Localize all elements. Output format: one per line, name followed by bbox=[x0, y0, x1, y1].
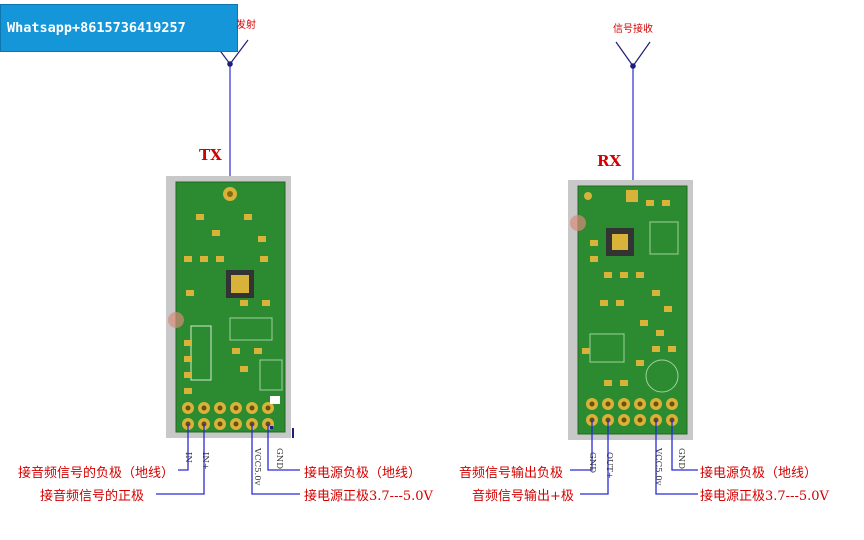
tx-smd-pad bbox=[196, 214, 204, 220]
tx-wire-power-positive bbox=[251, 424, 300, 495]
tx-smd-pad bbox=[262, 300, 270, 306]
rx-smd-pad bbox=[668, 346, 676, 352]
tx-wire-power-negative bbox=[267, 424, 300, 471]
rx-antenna-label: 信号接收 bbox=[613, 24, 653, 35]
rx-pin-label-out-plus: OUT+ bbox=[604, 452, 614, 479]
tx-smd-pad bbox=[186, 290, 194, 296]
tx-pin-label-in-plus: IN+ bbox=[200, 452, 210, 470]
rx-smd-pad bbox=[604, 380, 612, 386]
rx-smd-pad bbox=[652, 290, 660, 296]
tx-callout-power-positive: 接电源正极3.7---5.0V bbox=[304, 489, 433, 504]
rx-smd-pad bbox=[616, 300, 624, 306]
rx-smd-pad bbox=[636, 360, 644, 366]
tx-wire-markers bbox=[270, 426, 294, 438]
rx-header-hole bbox=[589, 401, 595, 407]
rx-header-hole bbox=[653, 401, 659, 407]
tx-callout-audio-positive: 接音频信号的正极 bbox=[40, 489, 145, 504]
rx-header-hole bbox=[621, 401, 627, 407]
tx-header-hole bbox=[185, 405, 191, 411]
rx-smd-pad bbox=[590, 256, 598, 262]
rx-callout-power-positive: 接电源正极3.7---5.0V bbox=[700, 489, 829, 504]
rx-smd-pad bbox=[640, 320, 648, 326]
tx-callout-power-negative: 接电源负极（地线） bbox=[304, 466, 422, 481]
rx-smd-pad bbox=[652, 346, 660, 352]
tx-header-hole bbox=[249, 405, 255, 411]
tx-smd-pad bbox=[184, 356, 192, 362]
rx-smd-pad bbox=[582, 348, 590, 354]
tx-smd-pad bbox=[254, 348, 262, 354]
rx-title: RX bbox=[597, 152, 622, 170]
contact-banner-text: Whatsapp+8615736419257 bbox=[7, 20, 186, 36]
tx-smd-pad bbox=[260, 256, 268, 262]
rx-smd-pad bbox=[590, 240, 598, 246]
tx-header-hole bbox=[265, 405, 271, 411]
rx-wire-power-positive bbox=[655, 420, 698, 495]
rx-smd-pad bbox=[600, 300, 608, 306]
tx-header-hole bbox=[201, 405, 207, 411]
rx-callout-power-negative: 接电源负极（地线） bbox=[700, 466, 818, 481]
tx-smd-pad bbox=[232, 348, 240, 354]
tx-smd-pad bbox=[240, 366, 248, 372]
rx-smd-pad bbox=[664, 306, 672, 312]
rx-wire-audio-out-positive bbox=[580, 420, 609, 495]
rx-smd-pad bbox=[646, 200, 654, 206]
rx-header-hole bbox=[637, 401, 643, 407]
rx-smd-pad bbox=[662, 200, 670, 206]
tx-callout-audio-negative: 接音频信号的负极（地线） bbox=[18, 466, 175, 481]
rx-callout-audio-out-negative: 音频信号输出负极 bbox=[459, 466, 564, 481]
rx-pin-label-vcc: VCC5.0v bbox=[653, 448, 663, 486]
connection-wires bbox=[156, 420, 698, 495]
rx-header-hole bbox=[605, 401, 611, 407]
rx-wire-audio-out-negative bbox=[570, 420, 593, 471]
tx-smd-pad bbox=[184, 388, 192, 394]
rx-header-hole bbox=[637, 417, 643, 423]
tx-header-hole bbox=[217, 421, 223, 427]
tx-corner-mark bbox=[270, 396, 280, 404]
rx-callout-audio-out-positive: 音频信号输出+极 bbox=[472, 489, 574, 504]
tx-title: TX bbox=[199, 146, 222, 164]
rx-smd-pad bbox=[656, 330, 664, 336]
rx-smd-pad bbox=[620, 380, 628, 386]
tx-board bbox=[166, 176, 291, 438]
tx-smd-pad bbox=[184, 372, 192, 378]
rx-components bbox=[582, 200, 678, 426]
tx-header-hole bbox=[233, 405, 239, 411]
rx-board bbox=[568, 180, 693, 440]
tx-smd-pad bbox=[212, 230, 220, 236]
rx-pin-label-gnd-out: GND bbox=[587, 452, 597, 474]
tx-smd-pad bbox=[184, 256, 192, 262]
contact-banner: Whatsapp+8615736419257 bbox=[0, 4, 238, 52]
tx-pin-label-gnd: GND bbox=[274, 448, 284, 470]
rx-header-hole bbox=[669, 401, 675, 407]
tx-wire-audio-negative bbox=[178, 424, 189, 471]
tx-smd-pad bbox=[200, 256, 208, 262]
tx-wire-audio-positive bbox=[156, 424, 205, 495]
tx-antenna-label: 发射 bbox=[236, 20, 256, 31]
rx-header-hole bbox=[621, 417, 627, 423]
rx-wire-power-negative bbox=[671, 420, 698, 471]
tx-pin-label-in-minus: IN- bbox=[183, 452, 193, 466]
tx-smd-pad bbox=[258, 236, 266, 242]
tx-header-hole bbox=[233, 421, 239, 427]
tx-header-hole bbox=[217, 405, 223, 411]
rx-smd-pad bbox=[604, 272, 612, 278]
tx-smd-pad bbox=[184, 340, 192, 346]
rx-smd-pad bbox=[636, 272, 644, 278]
tx-pin-label-vcc: VCC5.0v bbox=[252, 448, 262, 486]
tx-smd-pad bbox=[240, 300, 248, 306]
rx-antenna bbox=[615, 41, 651, 196]
rx-smd-pad bbox=[620, 272, 628, 278]
tx-smd-pad bbox=[244, 214, 252, 220]
tx-smd-pad bbox=[216, 256, 224, 262]
tx-antenna bbox=[211, 39, 249, 190]
rx-pin-label-gnd-power: GND bbox=[676, 448, 686, 470]
